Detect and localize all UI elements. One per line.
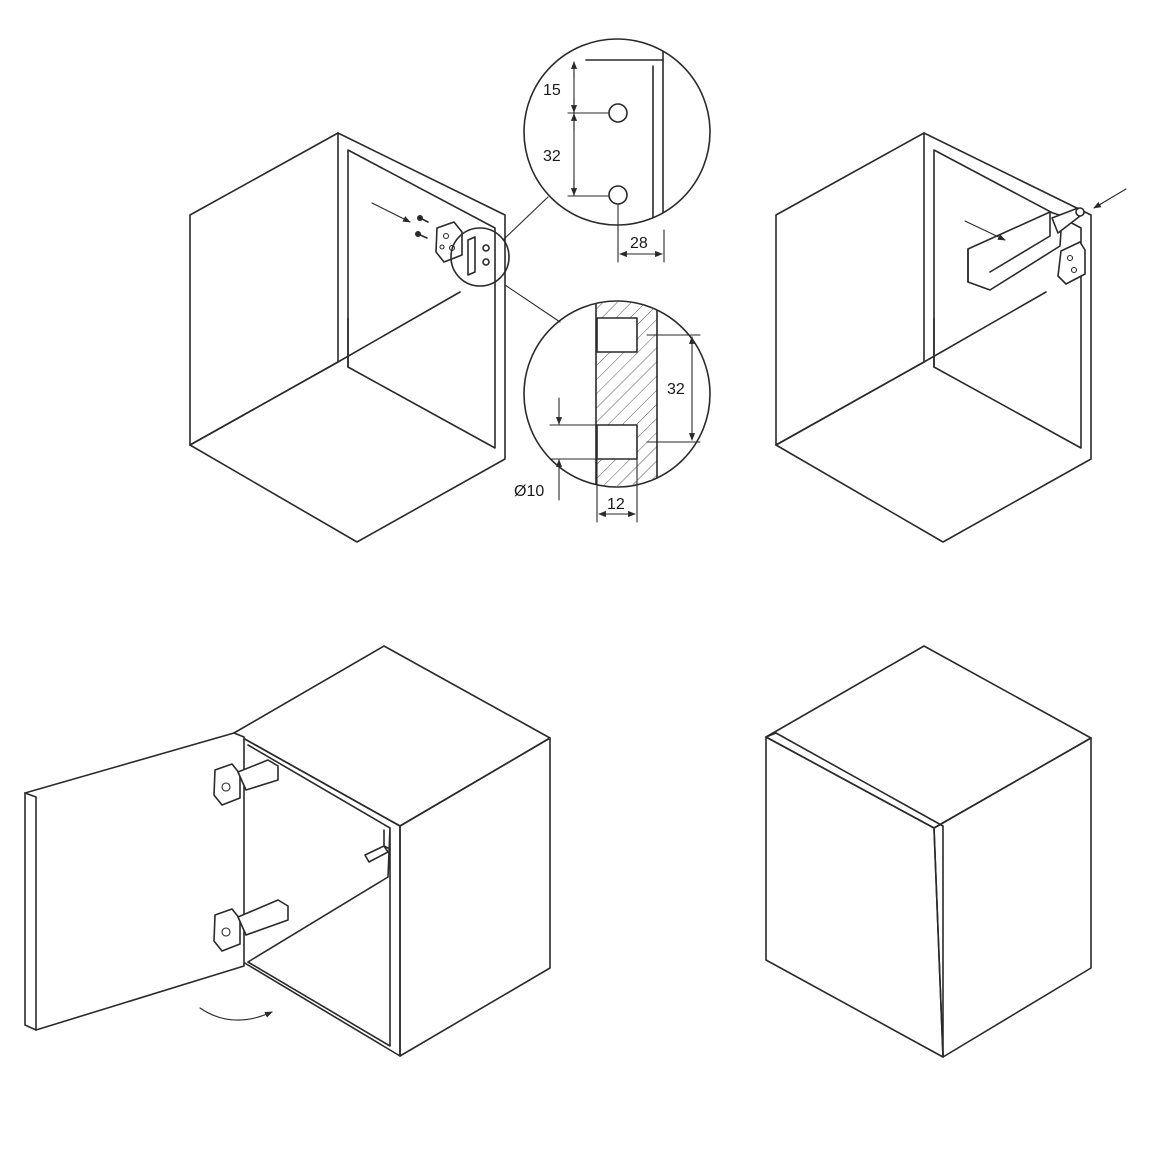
lower-hinge-icon	[213, 899, 289, 952]
cabinet1-left-side	[189, 132, 339, 446]
dim-hole-diameter: Ø10	[514, 483, 544, 500]
cabinet2-inner-back	[933, 149, 1082, 449]
detail-focus-circle	[450, 227, 510, 287]
cabinet2-left-side	[775, 132, 925, 446]
cabinet2-shelf-line	[923, 291, 1047, 368]
cabinet1-bottom-edge	[189, 361, 339, 446]
hole-lower-icon	[608, 185, 628, 205]
detail-circle-hole-positions: 15 32 28	[523, 38, 711, 263]
step2-hinge-insertion	[775, 132, 1127, 543]
upper-hinge-icon	[213, 759, 279, 806]
screws-icon	[415, 215, 429, 239]
cabinet1-inner-back	[347, 149, 496, 449]
dim-hole-depth: 12	[607, 496, 625, 513]
rotation-arrow-icon	[199, 1007, 273, 1021]
dim-hole-spacing: 32	[543, 148, 561, 165]
leader-line-bottom	[504, 284, 561, 323]
cabinet4-right-side	[933, 737, 1092, 1058]
mounting-plate-icon	[435, 221, 463, 263]
detail-circle-top-outline	[523, 38, 711, 226]
dim-hole-inset: 28	[630, 235, 648, 252]
cabinet3-right-side	[399, 737, 551, 1057]
dim-edge-offset: 15	[543, 82, 561, 99]
step1-open-cabinet	[189, 132, 561, 543]
dim-section-spacing: 32	[667, 381, 685, 398]
leader-line-top	[502, 196, 549, 241]
step4-closed-cabinet	[765, 645, 1092, 1058]
cabinet3-door	[24, 732, 245, 1031]
cabinet3-top	[233, 645, 551, 827]
cabinet4-top	[765, 645, 1092, 829]
cabinet3-interior	[233, 732, 401, 1057]
hinge-arm-icon	[967, 207, 1085, 291]
cabinet1-outline	[189, 132, 506, 543]
insert-arrow-icon	[371, 202, 411, 223]
cabinet2-outline	[775, 132, 1092, 543]
focus-plate-detail	[467, 236, 490, 276]
arrow-pin-insert-icon	[1093, 188, 1127, 209]
side-pin-icon	[364, 845, 389, 863]
hinge-plate-icon	[1057, 241, 1086, 285]
hole-upper-icon	[608, 103, 628, 123]
cabinet1-shelf-line	[337, 291, 461, 368]
detail-circle-section: 32 Ø10 12	[514, 300, 711, 523]
step3-open-door	[24, 645, 551, 1057]
cabinet4-door-front	[765, 736, 944, 1058]
arrow-hinge-slide-icon	[964, 220, 1006, 241]
